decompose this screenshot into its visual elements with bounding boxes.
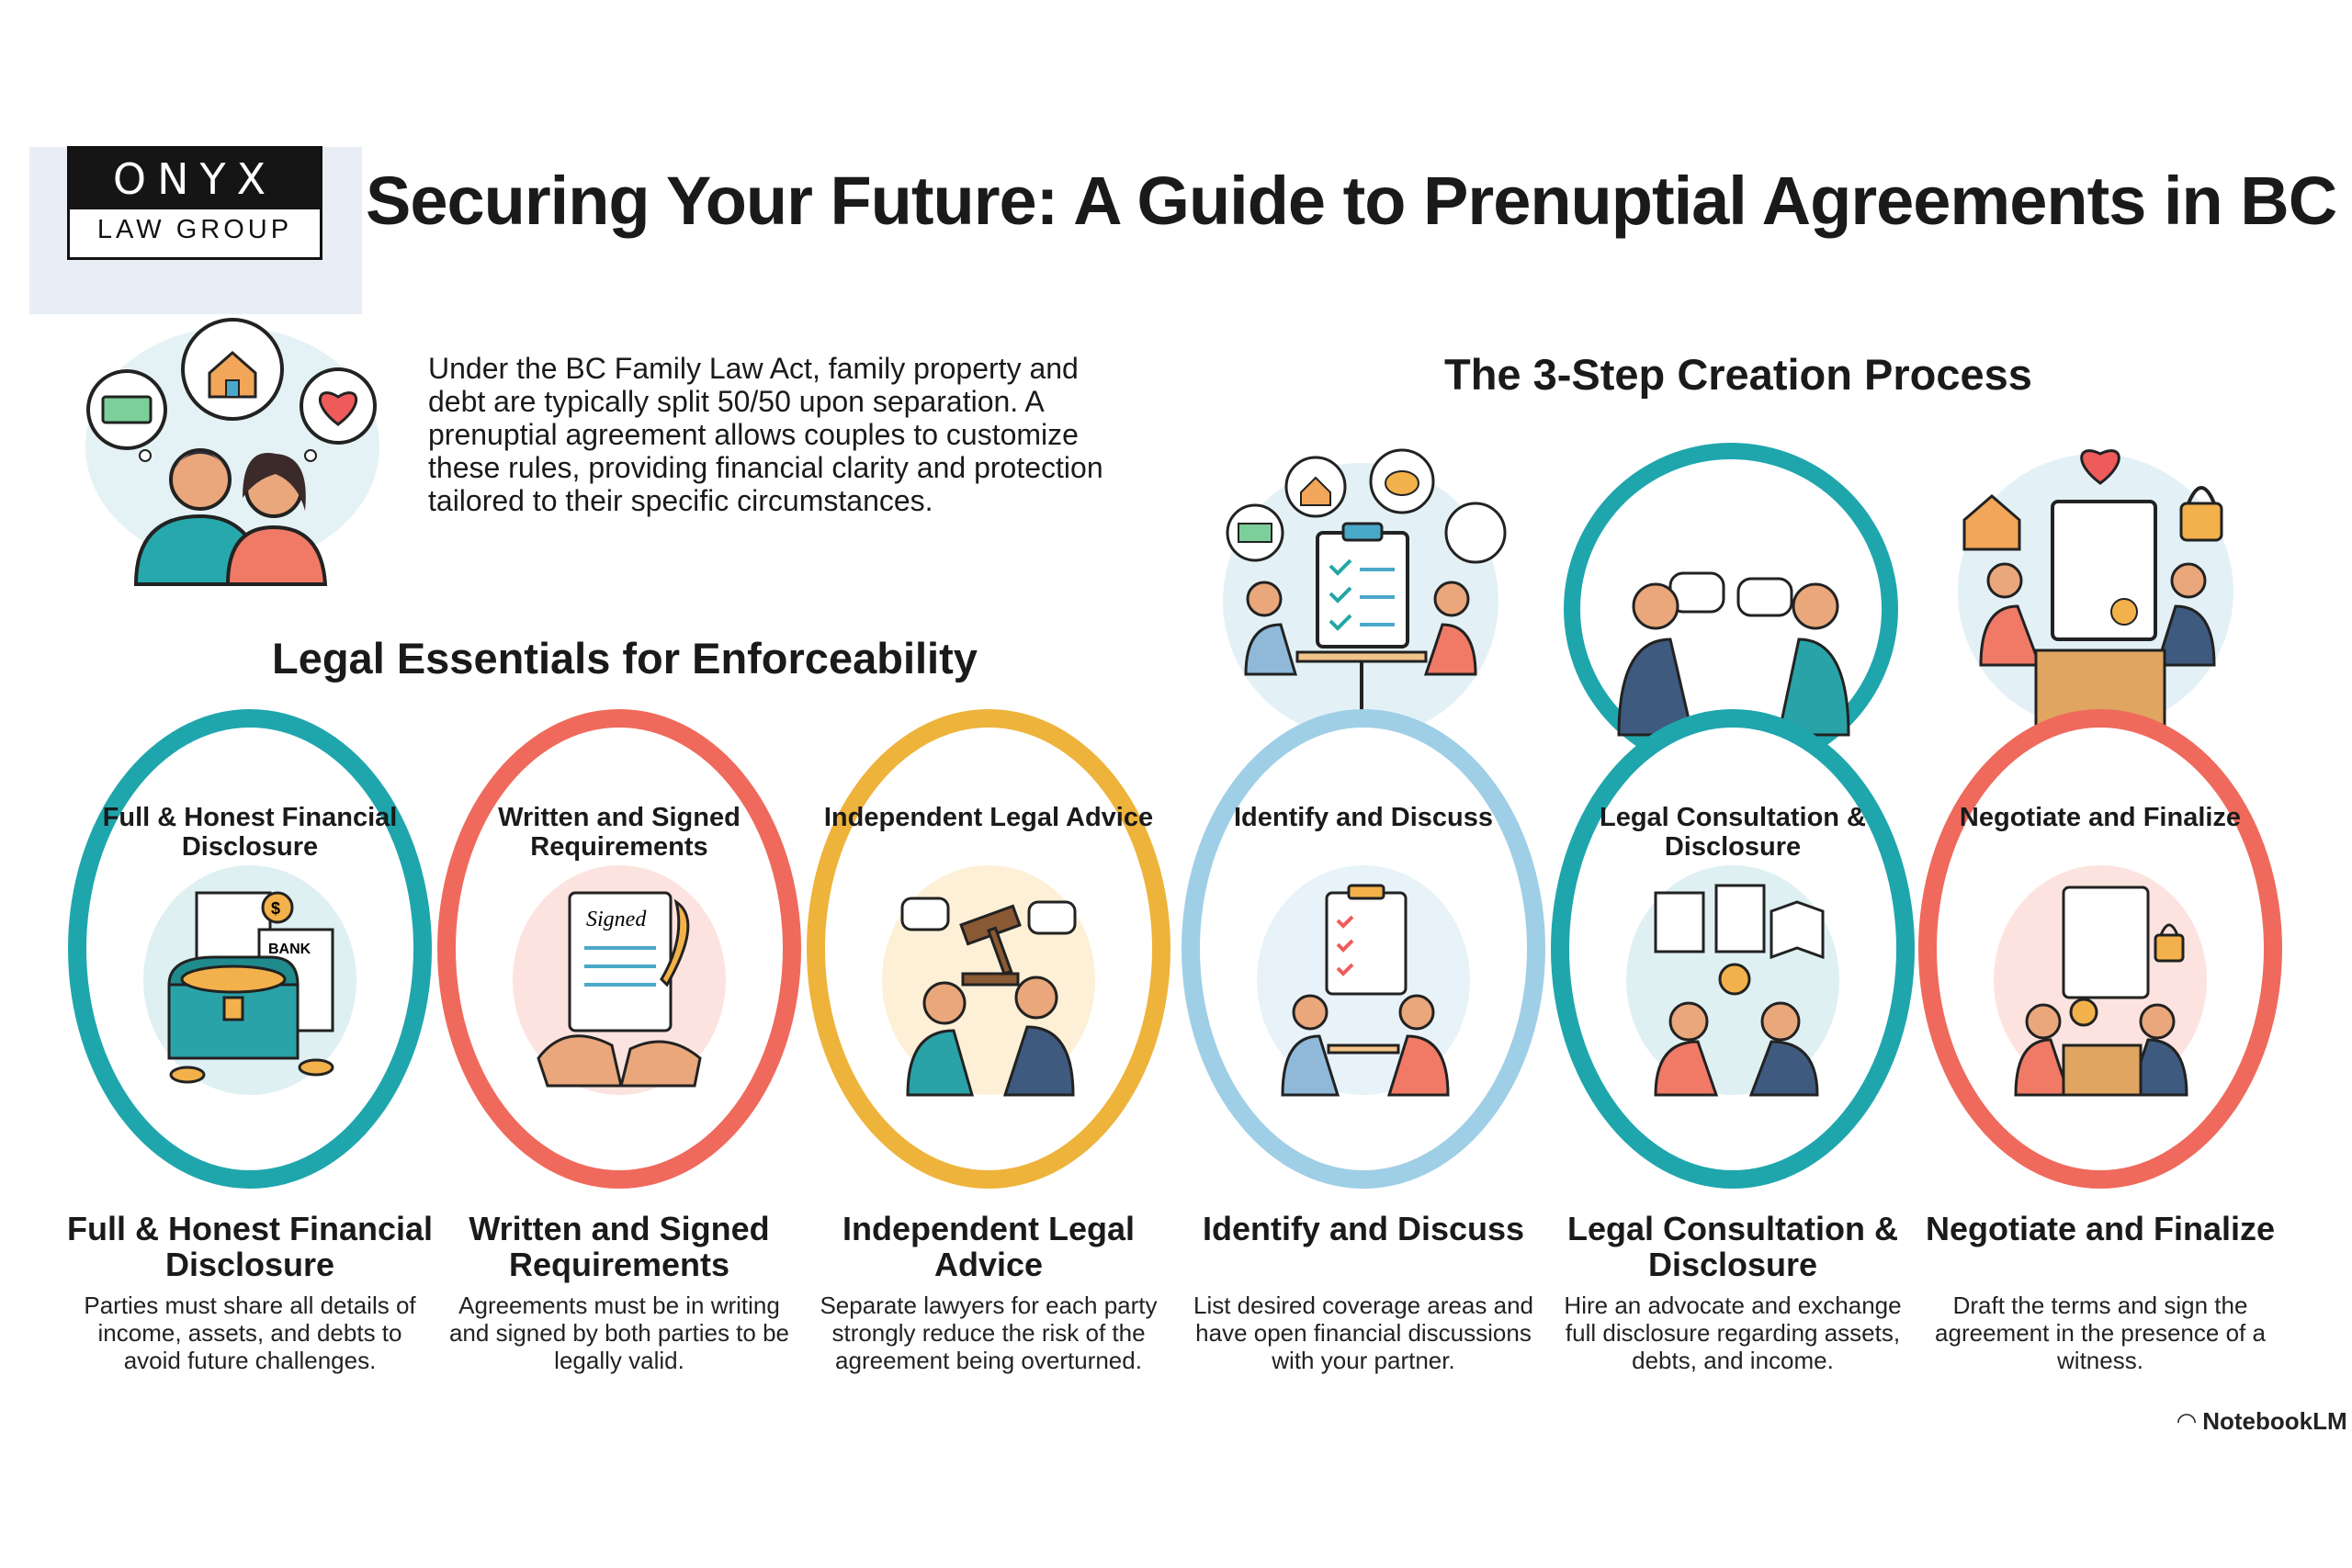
essentials-card-description: Separate lawyers for each party strongly… (820, 1292, 1158, 1374)
ring-title: Written and Signed Requirements (498, 803, 741, 862)
contract-signing-icon (2010, 884, 2190, 1097)
consultation-icon (1643, 884, 1825, 1097)
essentials-card-description: Agreements must be in writing and signed… (448, 1292, 790, 1374)
page-title: Securing Your Future: A Guide to Prenupt… (366, 163, 2337, 239)
gavel-icon (899, 884, 1079, 1097)
ring-title: Identify and Discuss (1233, 803, 1493, 832)
process-card-title: Legal Consultation & Disclosure (1567, 1210, 1898, 1283)
couple-thinking-icon (85, 318, 379, 586)
checklist-icon (1273, 884, 1453, 1097)
notebooklm-label: NotebookLM (2202, 1407, 2347, 1435)
process-ring: Identify and Discuss (1182, 709, 1545, 1189)
ring-title: Negotiate and Finalize (1959, 803, 2242, 832)
svg-text:$: $ (271, 899, 280, 918)
ring-title: Legal Consultation & Disclosure (1600, 803, 1866, 862)
ring-title: Full & Honest Financial Disclosure (102, 803, 398, 862)
company-logo: ONYX LAW GROUP (67, 146, 322, 260)
essentials-ring: Full & Honest Financial Disclosure BANK … (68, 709, 432, 1189)
svg-text:BANK: BANK (268, 942, 311, 957)
process-card-description: Hire an advocate and exchange full discl… (1564, 1292, 1902, 1374)
essentials-card-title: Written and Signed Requirements (469, 1210, 770, 1283)
notebooklm-badge: ◠ NotebookLM (2177, 1407, 2347, 1436)
process-card-title: Identify and Discuss (1202, 1210, 1525, 1247)
notebooklm-logo-icon: ◠ (2177, 1407, 2203, 1435)
process-ring: Negotiate and Finalize (1918, 709, 2282, 1189)
essentials-card-title: Independent Legal Advice (842, 1210, 1136, 1283)
essentials-ring: Written and Signed Requirements Signed (437, 709, 801, 1189)
logo-subtitle: LAW GROUP (96, 215, 293, 244)
process-card-description: List desired coverage areas and have ope… (1193, 1292, 1533, 1374)
discussion-illustration-icon (1223, 448, 1507, 748)
essentials-card-title: Full & Honest Financial Disclosure (66, 1210, 434, 1283)
treasure-chest-icon: BANK $ (160, 884, 340, 1095)
process-heading: The 3-Step Creation Process (1444, 350, 2032, 399)
process-card-title: Negotiate and Finalize (1925, 1210, 2276, 1247)
essentials-ring: Independent Legal Advice (807, 709, 1170, 1189)
consultation-illustration-icon (1617, 571, 1850, 737)
ring-title: Independent Legal Advice (823, 803, 1154, 832)
essentials-card-description: Parties must share all details of income… (84, 1292, 416, 1374)
logo-wordmark: ONYX (70, 149, 320, 209)
process-card-description: Draft the terms and sign the agreement i… (1935, 1292, 2266, 1374)
essentials-heading: Legal Essentials for Enforceability (272, 634, 978, 682)
intro-paragraph: Under the BC Family Law Act, family prop… (428, 352, 1103, 517)
svg-text:Signed: Signed (586, 908, 647, 931)
signing-illustration-icon (1958, 449, 2233, 735)
process-ring: Legal Consultation & Disclosure (1551, 709, 1915, 1189)
signed-document-icon: Signed (529, 884, 709, 1095)
